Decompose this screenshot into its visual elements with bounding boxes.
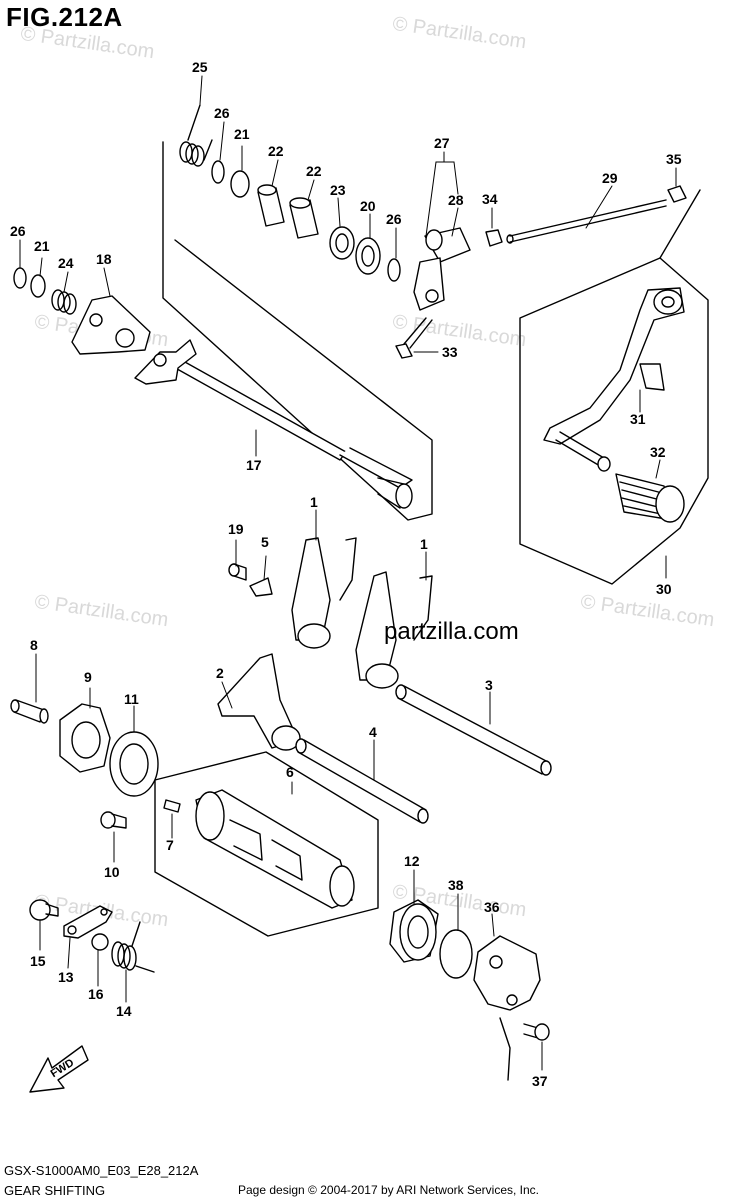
callout-8: 8: [30, 637, 38, 653]
gearshift-arm: [413, 227, 471, 311]
shift-fork-2: [217, 653, 301, 751]
spring-25: [179, 104, 213, 167]
rod-29: [506, 199, 667, 244]
shift-cam-group-box: [154, 751, 379, 937]
nut-34: [485, 229, 503, 247]
circlip-26-mid: [387, 258, 401, 282]
lever-rubber-32: [615, 473, 685, 523]
callout-17: 17: [246, 457, 262, 473]
bolt-10: [100, 811, 127, 829]
callout-23: 23: [330, 182, 346, 198]
stopper-5: [249, 577, 273, 597]
washer-21-left: [30, 274, 46, 298]
washer-16: [91, 933, 109, 951]
gearshift-cam-6: [195, 789, 355, 909]
shift-fork-1-b: [355, 571, 433, 689]
washer-21-top: [230, 170, 250, 198]
callout-1-b: 1: [420, 536, 428, 552]
stopper-13: [63, 905, 113, 939]
brand-watermark: partzilla.com: [384, 618, 519, 645]
callout-3: 3: [485, 677, 493, 693]
callout-30: 30: [656, 581, 672, 597]
callout-4: 4: [369, 724, 377, 740]
callout-21-top: 21: [234, 126, 250, 142]
callout-26-top: 26: [214, 105, 230, 121]
stopper-pin-8: [10, 699, 49, 724]
callout-26-left: 26: [10, 223, 26, 239]
o-ring-38: [439, 929, 473, 979]
callout-21-left: 21: [34, 238, 50, 254]
callout-14: 14: [116, 1003, 132, 1019]
spring-24: [51, 289, 77, 315]
callout-25: 25: [192, 59, 208, 75]
callout-35: 35: [666, 151, 682, 167]
callout-22-a: 22: [268, 143, 284, 159]
bearing-11: [109, 731, 159, 797]
callout-27: 27: [434, 135, 450, 151]
callout-2: 2: [216, 665, 224, 681]
pin-7: [163, 799, 181, 813]
callout-32: 32: [650, 444, 666, 460]
callout-18: 18: [96, 251, 112, 267]
circlip-26-top: [211, 160, 225, 184]
callout-38: 38: [448, 877, 464, 893]
shift-lever-group-box: [519, 257, 709, 585]
bolt-33: [395, 317, 433, 359]
callout-5: 5: [261, 534, 269, 550]
shift-arm-plate: [71, 295, 151, 355]
callout-6: 6: [286, 764, 294, 780]
cam-plate-9: [59, 703, 111, 773]
callout-10: 10: [104, 864, 120, 880]
callout-26-mid: 26: [386, 211, 402, 227]
callout-28: 28: [448, 192, 464, 208]
bearing-12: [389, 899, 439, 963]
screw-37: [523, 1023, 550, 1041]
fork-shaft-4: [295, 738, 429, 824]
callout-20: 20: [360, 198, 376, 214]
callout-33: 33: [442, 344, 458, 360]
shift-shaft: [134, 339, 413, 509]
callout-1-a: 1: [310, 494, 318, 510]
callout-29: 29: [602, 170, 618, 186]
circlip-26-left: [13, 267, 27, 289]
fwd-arrow-icon: [29, 1045, 89, 1093]
bolt-15: [29, 899, 59, 921]
shift-shaft-group-box: [162, 141, 433, 521]
callout-19: 19: [228, 521, 244, 537]
callout-11: 11: [124, 691, 139, 707]
figure-code: GSX-S1000AM0_E03_E28_212A: [4, 1163, 199, 1178]
callout-15: 15: [30, 953, 46, 969]
callout-22-b: 22: [306, 163, 322, 179]
callout-12: 12: [404, 853, 420, 869]
gear-position-sensor-36: [473, 935, 541, 1081]
callout-34: 34: [482, 191, 498, 207]
shift-fork-1-a: [291, 537, 357, 649]
spring-14: [111, 921, 155, 973]
oil-seal-23: [329, 226, 355, 260]
callout-37: 37: [532, 1073, 548, 1089]
figure-title: FIG.212A: [6, 2, 123, 32]
figure-caption: GEAR SHIFTING: [4, 1183, 106, 1198]
callout-7: 7: [166, 837, 174, 853]
gearshift-lever: [543, 287, 685, 472]
pin-19: [228, 563, 247, 581]
callout-36: 36: [484, 899, 500, 915]
page-credit: Page design © 2004-2017 by ARI Network S…: [238, 1183, 540, 1197]
washer-20: [355, 237, 381, 275]
callout-9: 9: [84, 669, 92, 685]
callout-13: 13: [58, 969, 74, 985]
callout-31: 31: [630, 411, 646, 427]
fork-shaft-3: [395, 684, 552, 776]
nut-35: [667, 185, 687, 203]
callout-16: 16: [88, 986, 104, 1002]
callout-24: 24: [58, 255, 74, 271]
